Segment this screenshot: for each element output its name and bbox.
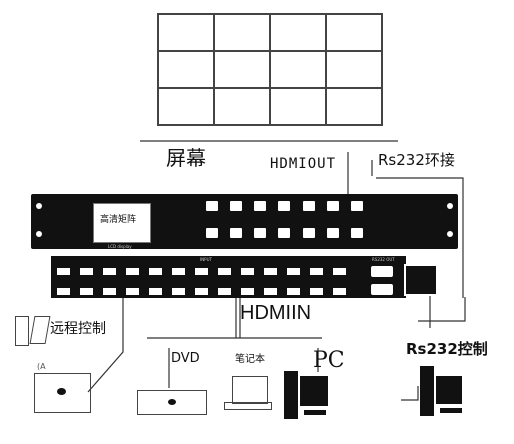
rear-hdmi-port (126, 288, 139, 295)
front-port (303, 228, 315, 238)
hdmi-in-label: HDMIIN (240, 302, 312, 324)
rear-hdmi-port (80, 288, 93, 295)
power-module (404, 264, 438, 296)
screen-cell (158, 51, 214, 88)
screen-cell (270, 51, 326, 88)
mount-hole (36, 231, 42, 237)
screen-cell (214, 14, 270, 51)
rear-hdmi-port (172, 288, 185, 295)
rear-rs232-label: RS232 OUT (372, 257, 395, 262)
rear-hdmi-port (264, 288, 277, 295)
laptop-icon (232, 376, 268, 404)
front-port (351, 201, 363, 211)
rear-input-label: INPUT (200, 257, 212, 262)
mount-hole (447, 203, 453, 209)
rear-hdmi-port (310, 288, 323, 295)
rear-hdmi-port (103, 268, 116, 275)
rear-hdmi-port (57, 288, 70, 295)
rear-hdmi-port (149, 268, 162, 275)
screen-cell (326, 88, 382, 125)
front-port (278, 201, 290, 211)
remote-small-label: (A (37, 362, 46, 371)
rear-hdmi-port (57, 268, 70, 275)
screen-cell (270, 14, 326, 51)
remote-label: 远程控制 (50, 321, 106, 337)
laptop-base (224, 402, 272, 410)
rear-hdmi-port (218, 268, 231, 275)
rear-hdmi-port (287, 288, 300, 295)
rear-hdmi-port (172, 268, 185, 275)
control-pc-monitor-icon (436, 376, 462, 404)
rs232-pc-line (401, 386, 419, 401)
control-pc-stand (440, 408, 462, 413)
laptop-label: 笔记本 (235, 354, 265, 365)
dvd-player-icon (137, 390, 207, 415)
front-port (230, 228, 242, 238)
rear-hdmi-port (333, 268, 346, 275)
pc-tower-icon (284, 371, 298, 419)
screen-cell (158, 88, 214, 125)
rear-hdmi-port (195, 268, 208, 275)
rs232-right-line (418, 297, 466, 322)
hdmi-out-label: HDMIOUT (270, 156, 337, 172)
rear-hdmi-port (310, 268, 323, 275)
mount-hole (36, 203, 42, 209)
rear-hdmi-port (287, 268, 300, 275)
rs232-control-label: Rs232控制 (406, 340, 488, 358)
front-port (254, 228, 266, 238)
rear-hdmi-port (149, 288, 162, 295)
front-port (303, 201, 315, 211)
remote-control-icon (15, 316, 29, 346)
rs232-port (371, 284, 393, 295)
rear-hdmi-port (241, 288, 254, 295)
front-port (327, 201, 339, 211)
rs232-loop-label: Rs232环接 (378, 151, 455, 169)
lcd-caption: LCD display (108, 244, 132, 249)
front-port (278, 228, 290, 238)
rear-hdmi-port (126, 268, 139, 275)
mount-hole (447, 231, 453, 237)
rear-hdmi-port (241, 268, 254, 275)
front-port (351, 228, 363, 238)
lcd-text: 高清矩阵 (100, 215, 137, 225)
rear-hdmi-port (264, 268, 277, 275)
remote-line (87, 298, 124, 393)
lcd-display: 高清矩阵 (93, 203, 151, 243)
front-port (206, 228, 218, 238)
front-port (254, 201, 266, 211)
rs232-loop-line (376, 177, 464, 298)
front-port (206, 201, 218, 211)
rear-hdmi-port (195, 288, 208, 295)
rear-hdmi-port (218, 288, 231, 295)
screen-cell (326, 14, 382, 51)
dvd-slot (168, 399, 176, 405)
dvd-label: DVD (171, 351, 200, 366)
screen-cell (158, 14, 214, 51)
pc-stand (304, 410, 326, 415)
remote-receiver-box (34, 373, 91, 413)
rear-hdmi-port (333, 288, 346, 295)
video-wall-screen (157, 13, 383, 126)
control-pc-tower-icon (420, 366, 434, 416)
rear-hdmi-port (103, 288, 116, 295)
screen-cell (326, 51, 382, 88)
screen-cell (214, 51, 270, 88)
rear-hdmi-port (80, 268, 93, 275)
pc-monitor-icon (300, 376, 328, 406)
screen-cell (214, 88, 270, 125)
screen-label: 屏幕 (166, 146, 206, 170)
front-port (327, 228, 339, 238)
front-port (230, 201, 242, 211)
rs232-port (371, 266, 393, 277)
pc-label: PC (313, 348, 345, 373)
receiver-dot (57, 388, 66, 395)
screen-cell (270, 88, 326, 125)
